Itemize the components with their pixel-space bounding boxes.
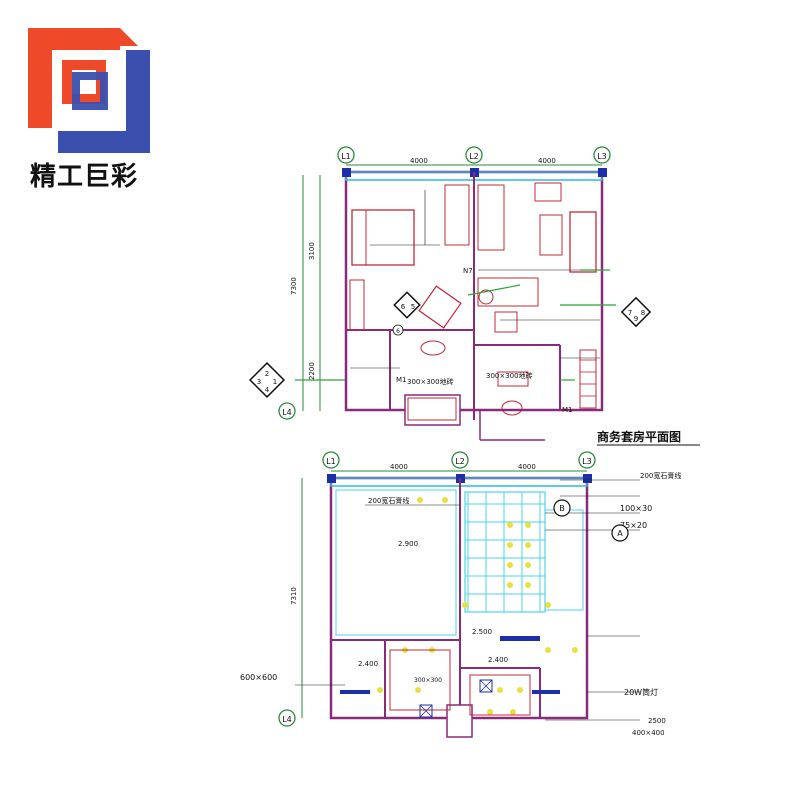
top-room-m1-right: M1: [562, 406, 573, 414]
bottom-level-3: 2.400: [358, 660, 378, 668]
svg-text:B: B: [559, 504, 565, 513]
bottom-dim-total: 7310: [290, 587, 298, 605]
svg-text:7: 7: [628, 309, 632, 317]
top-dim-span1: 4000: [410, 157, 428, 165]
bottom-label-lamp: 20W筒灯: [624, 687, 658, 697]
bottom-label-wood-size: 75×20: [620, 521, 647, 530]
brand-name: 精工巨彩: [30, 162, 139, 192]
logo-red-corner: [120, 28, 138, 46]
bottom-level-1: 2.900: [398, 540, 418, 548]
bottom-label-ceiling-top: 200宽石膏线: [368, 496, 409, 505]
svg-text:2: 2: [265, 370, 269, 378]
bottom-axis-l1: L1: [322, 451, 340, 469]
top-label-bath-tile: 300×300地砖: [407, 377, 454, 386]
svg-text:L3: L3: [597, 152, 607, 161]
svg-text:8: 8: [641, 309, 645, 317]
bottom-label-panel-left: 600×600: [240, 673, 277, 682]
section-marker-right: 7 9 8: [620, 296, 652, 328]
svg-text:L3: L3: [582, 457, 592, 466]
svg-text:L2: L2: [469, 152, 479, 161]
svg-text:L4: L4: [282, 408, 292, 417]
top-axis-l3: L3: [593, 146, 611, 164]
bottom-label-ceiling-line: 200宽石膏线: [640, 471, 681, 480]
bottom-plan: L1 L2 L3 L4 4000 4000 7310: [240, 451, 681, 738]
top-axis-l2: L2: [465, 146, 483, 164]
svg-text:4: 4: [265, 386, 270, 394]
bottom-axis-l2: L2: [451, 451, 469, 469]
bottom-dim-span2: 4000: [518, 463, 536, 471]
svg-text:3: 3: [257, 378, 261, 386]
logo-blue-frame: [58, 50, 150, 153]
svg-text:A: A: [617, 529, 623, 538]
logo-red-frame: [28, 28, 120, 128]
svg-text:6: 6: [401, 303, 406, 311]
top-room-m1: M1: [396, 376, 407, 384]
top-dim-upper: 3100: [308, 242, 316, 260]
bottom-label-grid: 300×300: [414, 677, 442, 684]
svg-text:L1: L1: [341, 152, 351, 161]
section-marker-left: 2 3 1 4: [248, 361, 286, 399]
svg-text:1: 1: [273, 378, 277, 386]
bottom-axis-l4: L4: [278, 709, 296, 727]
svg-text:L1: L1: [326, 457, 336, 466]
top-label-bath-tile2: 300×300地砖: [486, 371, 533, 380]
bottom-level-4: 2.400: [488, 656, 508, 664]
top-dim-total: 7300: [290, 277, 298, 295]
top-plan-title: 商务套房平面图: [597, 429, 681, 444]
logo-blue-inner-square: [72, 72, 108, 110]
bottom-label-br2: 400×400: [632, 729, 665, 737]
bottom-level-2: 2.500: [472, 628, 492, 636]
brand-logo: [28, 28, 150, 153]
ceiling-lights: [377, 497, 578, 715]
bottom-marker-a: A: [611, 524, 629, 542]
top-axis-l4: L4: [278, 402, 296, 420]
bottom-axis-l3: L3: [578, 451, 596, 469]
svg-text:9: 9: [634, 315, 638, 323]
top-dim-span2: 4000: [538, 157, 556, 165]
top-dim-lower: 2200: [308, 362, 316, 380]
bottom-marker-b: B: [553, 499, 571, 517]
top-axis-l1: L1: [337, 146, 355, 164]
svg-text:L4: L4: [282, 715, 292, 724]
svg-text:L2: L2: [455, 457, 465, 466]
top-room-n7: N7: [463, 267, 473, 275]
bottom-label-br1: 2500: [648, 717, 666, 725]
section-marker-mid-small: 6: [396, 328, 400, 335]
bottom-label-ceiling-size: 100×30: [620, 504, 652, 513]
svg-text:5: 5: [411, 303, 415, 311]
top-plan: L1 L2 L3 L4 4000 4000 7300 3100 2200: [248, 146, 700, 446]
section-marker-mid: 6 5: [393, 291, 421, 319]
bottom-dim-span1: 4000: [390, 463, 408, 471]
